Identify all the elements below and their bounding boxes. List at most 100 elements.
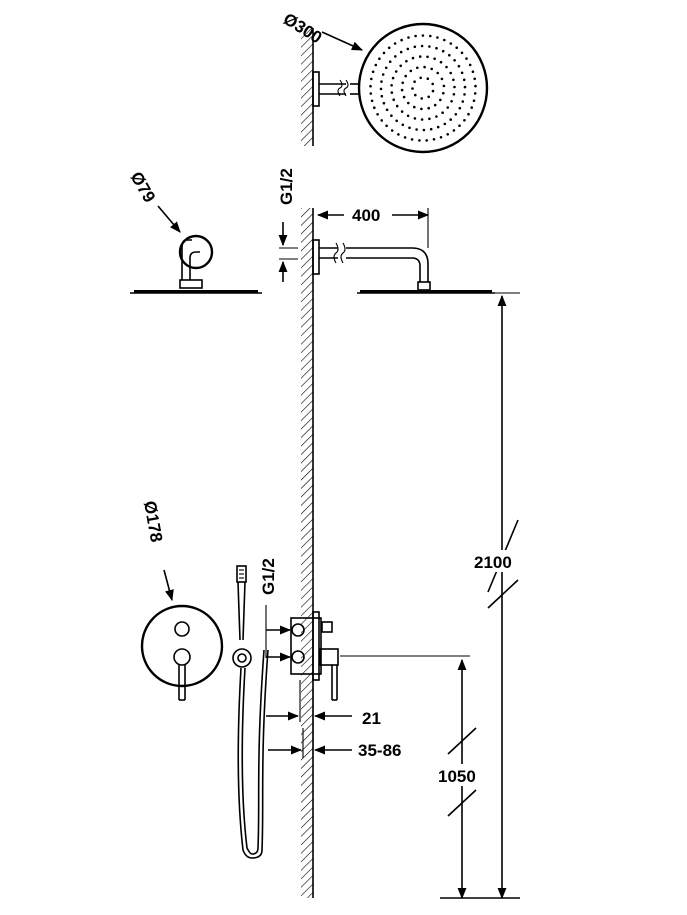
nozzle-dot	[463, 93, 466, 96]
nozzle-dot	[427, 95, 431, 99]
nozzle-dot	[448, 53, 451, 57]
nozzle-dot	[443, 38, 446, 42]
nozzle-dot	[473, 92, 477, 95]
nozzle-dot	[393, 42, 397, 45]
nozzle-dot	[411, 87, 414, 90]
mixer-thread-label: G1/2	[259, 558, 278, 595]
nozzle-dot	[400, 88, 404, 92]
nozzle-dot	[435, 46, 438, 50]
nozzle-dot	[416, 66, 419, 70]
nozzle-dot	[474, 84, 477, 88]
nozzle-dot	[458, 106, 462, 110]
plate-offset-label: 21	[362, 709, 381, 728]
nozzle-dot	[406, 114, 410, 118]
nozzle-dot	[370, 99, 374, 103]
nozzle-dot	[449, 71, 453, 75]
nozzle-dot	[390, 84, 393, 87]
nozzle-dot	[414, 34, 417, 38]
nozzle-dot	[468, 63, 472, 67]
nozzle-dot	[431, 82, 435, 86]
nozzle-dot	[408, 126, 411, 130]
nozzle-dot	[460, 71, 464, 75]
nozzle-dot	[384, 66, 388, 70]
nozzle-dot	[376, 113, 379, 116]
nozzle-dot	[371, 70, 375, 74]
nozzle-dot	[436, 36, 439, 39]
rain-head-nozzles	[369, 34, 477, 142]
nozzle-dot	[439, 60, 443, 64]
nozzle-dot	[431, 89, 435, 93]
nozzle-dot	[423, 65, 426, 69]
nozzle-dot	[433, 103, 437, 107]
nozzle-dot	[453, 85, 456, 89]
nozzle-dot	[462, 78, 466, 82]
nozzle-dot	[413, 117, 417, 120]
nozzle-dot	[399, 64, 403, 68]
nozzle-dot	[381, 73, 385, 76]
nozzle-dot	[446, 133, 450, 136]
nozzle-dot	[470, 106, 474, 109]
nozzle-dot	[391, 76, 395, 80]
nozzle-dot	[388, 60, 392, 63]
nozzle-dot	[421, 34, 425, 37]
shower-arm	[312, 239, 431, 291]
nozzle-dot	[452, 129, 456, 132]
nozzle-dot	[400, 38, 403, 42]
rain-head-front-icon	[357, 22, 489, 154]
nozzle-dot	[439, 136, 443, 139]
nozzle-dot	[406, 47, 410, 51]
nozzle-dot	[429, 34, 432, 38]
nozzle-dot	[428, 117, 431, 121]
nozzle-dot	[463, 119, 466, 122]
nozzle-dot	[401, 123, 405, 127]
nozzle-dot	[390, 114, 393, 117]
nozzle-dot	[410, 138, 414, 141]
nozzle-dot	[418, 139, 421, 142]
nozzle-dot	[399, 50, 403, 54]
nozzle-dot	[409, 69, 413, 73]
arm-flange-diameter-label: Ø79	[127, 169, 160, 206]
nozzle-dot	[452, 93, 456, 96]
nozzle-dot	[426, 77, 430, 80]
nozzle-dot	[453, 59, 456, 62]
nozzle-dot	[439, 98, 442, 102]
nozzle-dot	[403, 136, 407, 139]
nozzle-dot	[379, 87, 383, 91]
nozzle-dot	[401, 81, 405, 85]
nozzle-dot	[436, 71, 440, 75]
nozzle-dot	[460, 51, 464, 55]
nozzle-dot	[420, 44, 424, 48]
nozzle-dot	[442, 84, 446, 88]
nozzle-dot	[395, 104, 399, 108]
nozzle-dot	[369, 92, 373, 95]
nozzle-dot	[426, 55, 429, 59]
nozzle-dot	[440, 77, 444, 81]
nozzle-dot	[425, 139, 429, 142]
nozzle-dot	[407, 36, 410, 39]
nozzle-dot	[454, 113, 458, 116]
mixer-plate-diameter-label: Ø178	[140, 499, 166, 543]
nozzle-dot	[387, 46, 391, 50]
nozzle-dot	[422, 128, 426, 132]
nozzle-dot	[394, 70, 398, 73]
nozzle-dot	[400, 110, 404, 113]
mixer-height-label: 1050	[438, 767, 476, 786]
nozzle-dot	[436, 125, 440, 129]
nozzle-dot	[449, 42, 453, 45]
nozzle-dot	[473, 77, 477, 81]
nozzle-dot	[373, 106, 376, 109]
nozzle-dot	[429, 127, 433, 131]
top-wall-section	[301, 28, 360, 146]
nozzle-dot	[380, 94, 384, 98]
nozzle-dot	[452, 78, 455, 82]
nozzle-dot	[455, 46, 459, 49]
nozzle-dot	[378, 57, 381, 60]
rain-head-diameter-leader	[321, 31, 364, 51]
embed-depth-label: 35-86	[358, 741, 401, 760]
mixer-body-side	[290, 611, 339, 701]
nozzle-dot	[467, 112, 470, 116]
nozzle-dot	[441, 49, 445, 53]
nozzle-dot	[427, 106, 431, 110]
nozzle-dot	[414, 93, 417, 97]
nozzle-dot	[415, 128, 418, 131]
